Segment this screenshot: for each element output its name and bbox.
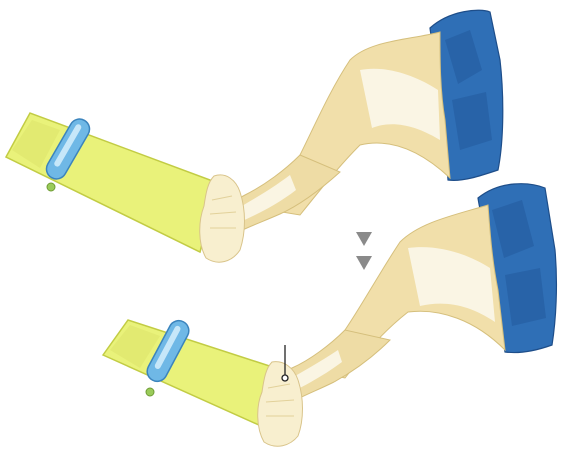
transition-arrows	[356, 232, 372, 270]
down-triangle-icon	[356, 256, 372, 270]
down-triangle-icon	[356, 232, 372, 246]
heel-pointer-dot	[282, 375, 288, 381]
heel-caption	[238, 316, 338, 332]
